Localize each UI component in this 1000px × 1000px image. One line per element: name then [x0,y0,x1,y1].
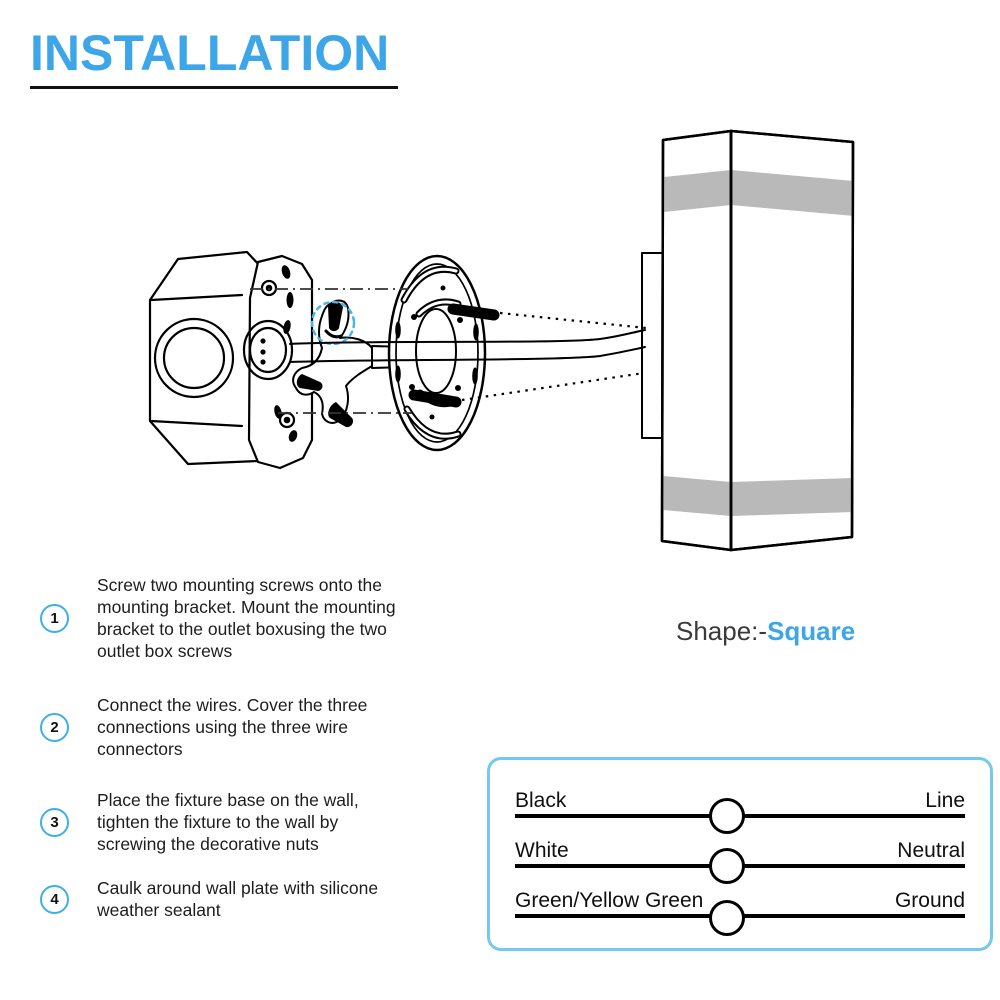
step-number-badge: 4 [40,884,69,914]
mounting-screws [408,303,500,408]
step-number-badge: 2 [40,712,69,742]
title-underline [30,86,398,89]
step-line: mounting bracket. Mount the mounting [97,597,396,617]
wire-label-left: White [515,839,569,862]
step-line: screwing the decorative nuts [97,834,319,854]
step-item-4: 4 Caulk around wall plate with silicone … [40,877,378,921]
step-text: Place the fixture base on the wall, tigh… [97,789,359,855]
fixture-gray-bands [663,170,854,516]
step-line: connectors [97,739,183,759]
shape-label: Shape:-Square [676,616,855,647]
step-line: tighten the fixture to the wall by [97,812,339,832]
wire-connector-circle [709,848,745,884]
fixture-drawing [641,129,855,552]
step-line: Place the fixture base on the wall, [97,790,359,810]
step-line: bracket to the outlet boxusing the two [97,619,387,639]
step-line: Screw two mounting screws onto the [97,575,382,595]
step-line: Caulk around wall plate with silicone [97,878,379,898]
page-title: INSTALLATION [30,25,390,81]
shape-prefix: Shape:- [676,616,768,646]
mounting-plate-drawing [387,254,487,452]
shape-value: Square [767,616,856,646]
outlet-box-drawing [148,250,314,470]
step-item-2: 2 Connect the wires. Cover the three con… [40,694,367,760]
wire-lines [289,329,646,363]
wire-connector-circle [709,798,745,834]
wire-label-right: Neutral [897,839,965,862]
wire-label-left: Green/Yellow Green [515,889,704,912]
screw-highlight-circle [310,300,356,346]
wire-label-right: Line [925,789,965,812]
wire-label-right: Ground [894,889,965,912]
step-line: Connect the wires. Cover the three [97,695,368,715]
wire-connector-circle [709,900,745,936]
step-line: outlet box screws [97,641,233,661]
step-number-badge: 1 [40,603,69,633]
step-item-3: 3 Place the fixture base on the wall, ti… [40,789,359,855]
step-line: weather sealant [97,900,221,920]
step-item-1: 1 Screw two mounting screws onto the mou… [40,574,396,662]
projection-lines [250,288,647,414]
step-line: connections using the three wire [97,717,348,737]
wiring-diagram-box: Black Line White Neutral Green/Yellow Gr… [487,757,993,951]
step-text: Caulk around wall plate with silicone we… [97,877,378,921]
step-number-badge: 3 [40,807,69,837]
step-text: Screw two mounting screws onto the mount… [97,574,396,662]
step-text: Connect the wires. Cover the three conne… [97,694,367,760]
wire-label-left: Black [515,789,567,812]
